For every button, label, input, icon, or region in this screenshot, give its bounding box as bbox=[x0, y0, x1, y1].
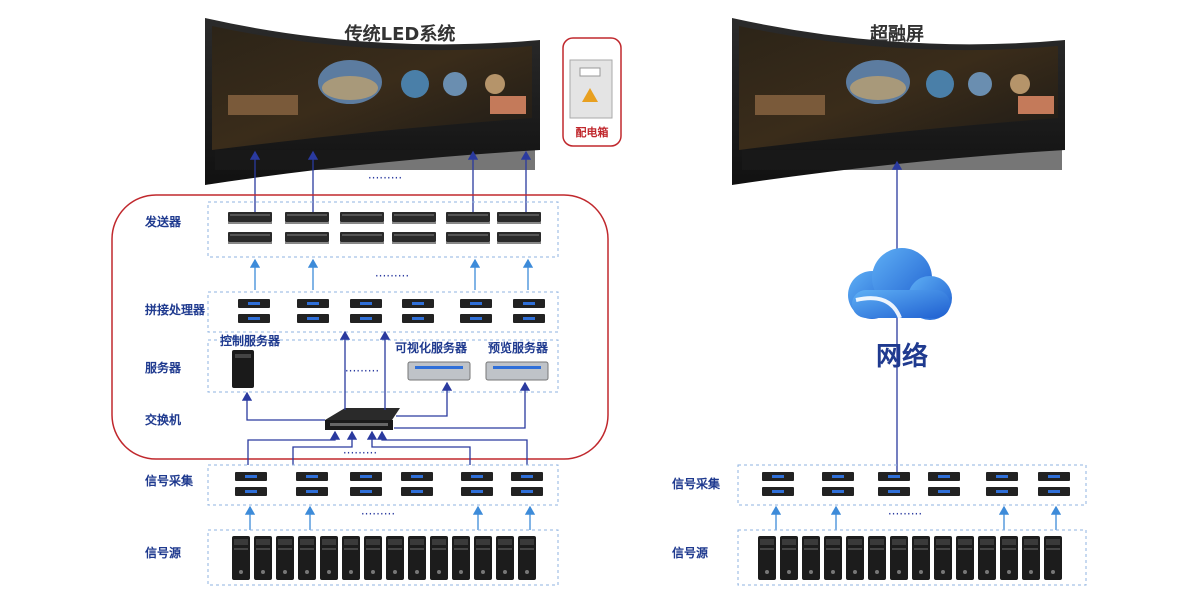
switch-icon bbox=[325, 408, 400, 430]
right-row-label-source: 信号源 bbox=[672, 545, 708, 560]
right-capture-dots: ········· bbox=[888, 507, 922, 521]
preview-server-label: 预览服务器 bbox=[488, 340, 549, 355]
led-wall-icon bbox=[732, 18, 1065, 185]
row-label-processor: 拼接处理器 bbox=[145, 302, 206, 317]
capture-icon bbox=[762, 472, 1070, 496]
wall-dots: ········· bbox=[368, 171, 402, 185]
capture-icon bbox=[235, 472, 543, 496]
led-wall-icon bbox=[205, 18, 540, 185]
capture-box bbox=[207, 464, 559, 506]
sender-icon bbox=[228, 212, 541, 244]
row-label-switch: 交换机 bbox=[145, 412, 181, 427]
server-dots: ········· bbox=[345, 364, 379, 378]
rack-server-icon bbox=[407, 361, 549, 381]
capture-dots: ········· bbox=[361, 507, 395, 521]
power-box-frame bbox=[562, 37, 622, 147]
switch-dots: ········· bbox=[343, 446, 377, 460]
cloud-icon bbox=[848, 248, 952, 320]
right-capture-box bbox=[737, 464, 1087, 506]
tower-server-icon bbox=[232, 350, 254, 388]
network-label: 网络 bbox=[876, 341, 928, 372]
sender-box bbox=[207, 201, 559, 258]
processor-box bbox=[207, 291, 559, 333]
server-box bbox=[207, 339, 559, 393]
sender-dots: ········· bbox=[375, 269, 409, 283]
core-system-frame bbox=[111, 194, 609, 460]
power-box-icon bbox=[569, 59, 613, 119]
visual-server-label: 可视化服务器 bbox=[395, 340, 468, 355]
power-box-label: 配电箱 bbox=[576, 125, 609, 139]
row-label-server: 服务器 bbox=[145, 360, 182, 375]
row-label-capture: 信号采集 bbox=[145, 473, 194, 488]
right-title: 超融屏 bbox=[870, 23, 924, 45]
row-label-sender: 发送器 bbox=[144, 214, 182, 229]
control-server-label: 控制服务器 bbox=[220, 333, 281, 348]
source-box bbox=[207, 529, 559, 586]
right-source-box bbox=[737, 529, 1087, 586]
processor-icon bbox=[238, 299, 545, 323]
pc-tower-icon bbox=[758, 536, 1062, 580]
row-label-source: 信号源 bbox=[145, 545, 181, 560]
pc-tower-icon bbox=[232, 536, 536, 580]
right-row-label-capture: 信号采集 bbox=[672, 476, 721, 491]
left-title: 传统LED系统 bbox=[344, 23, 456, 45]
